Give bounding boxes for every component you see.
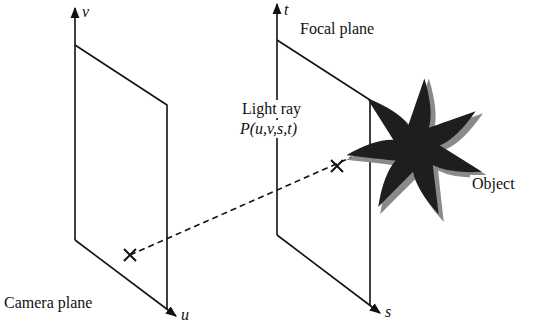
object — [346, 79, 482, 215]
focal-plane — [277, 40, 370, 305]
s-axis — [277, 235, 380, 313]
label: Camera plane — [4, 294, 92, 312]
label: P(u,v,s,t) — [238, 120, 299, 138]
object-shadow — [346, 79, 489, 223]
ray-mark — [124, 249, 136, 261]
ray-mark — [331, 160, 343, 172]
label: v — [82, 3, 89, 21]
v-axis — [74, 8, 76, 240]
label: Light ray — [240, 100, 303, 118]
label: t — [284, 1, 288, 19]
label: Object — [470, 175, 517, 193]
label: Focal plane — [298, 20, 376, 38]
light-ray — [130, 157, 352, 255]
label: s — [385, 303, 391, 321]
label: u — [181, 306, 189, 324]
camera-plane — [75, 45, 167, 310]
